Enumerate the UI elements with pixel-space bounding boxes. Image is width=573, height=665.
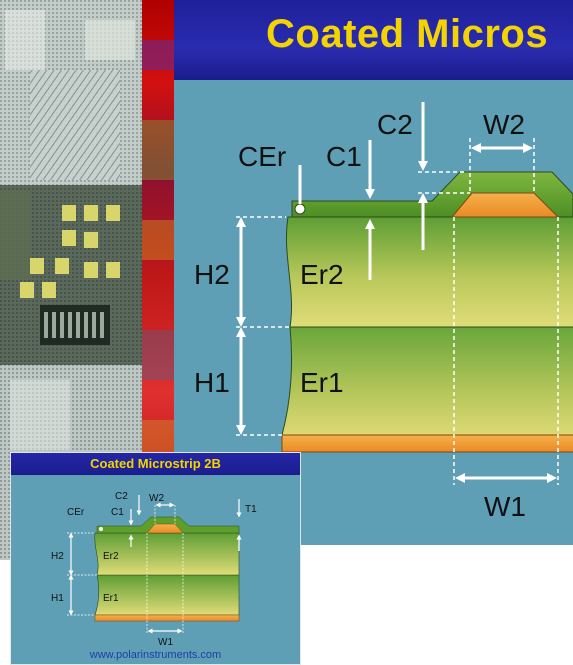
label-h1: H1 [194,367,230,398]
cer-marker-icon [294,203,306,215]
label-c1: C1 [326,141,362,172]
label-er2: Er2 [300,259,344,290]
label-er1: Er1 [300,367,344,398]
thumb-label-h1: H1 [51,593,64,604]
main-diagram-panel: CEr C1 C2 W2 H2 Er2 H1 Er1 W1 [174,80,573,545]
dielectric-er2 [285,216,573,328]
thumb-ground-plane [94,614,240,622]
thumb-cer-marker-icon [99,527,103,531]
thumb-label-w1: W1 [158,637,173,648]
thumb-label-cer: CEr [67,507,85,518]
main-title-bar: Coated Micros [174,0,573,80]
thumb-label-w2: W2 [149,493,164,504]
label-c2: C2 [377,109,413,140]
label-w1: W1 [484,491,526,522]
ground-plane [281,434,573,453]
thumbnail-panel: Coated Microstrip 2B [10,452,301,665]
thumb-label-c1: C1 [111,507,124,518]
website-url: www.polarinstruments.com [89,649,222,661]
main-diagram: CEr C1 C2 W2 H2 Er2 H1 Er1 W1 [194,102,573,522]
label-h2: H2 [194,259,230,290]
thumb-label-h2: H2 [51,551,64,562]
thumb-label-c2: C2 [115,491,128,502]
label-w2: W2 [483,109,525,140]
thumb-label-t1: T1 [245,504,257,515]
thumbnail-title: Coated Microstrip 2B [90,456,221,471]
main-title: Coated Micros [266,12,549,56]
thumbnail-title-bar: Coated Microstrip 2B [11,453,300,475]
thumb-label-er2: Er2 [103,551,119,562]
trace-conductor [450,192,560,218]
thumbnail-diagram: CEr C1 C2 W2 T1 H2 Er2 H1 Er1 W1 [51,491,257,648]
thumb-label-er1: Er1 [103,593,119,604]
label-cer: CEr [238,141,286,172]
dimension-arrows [236,102,557,483]
